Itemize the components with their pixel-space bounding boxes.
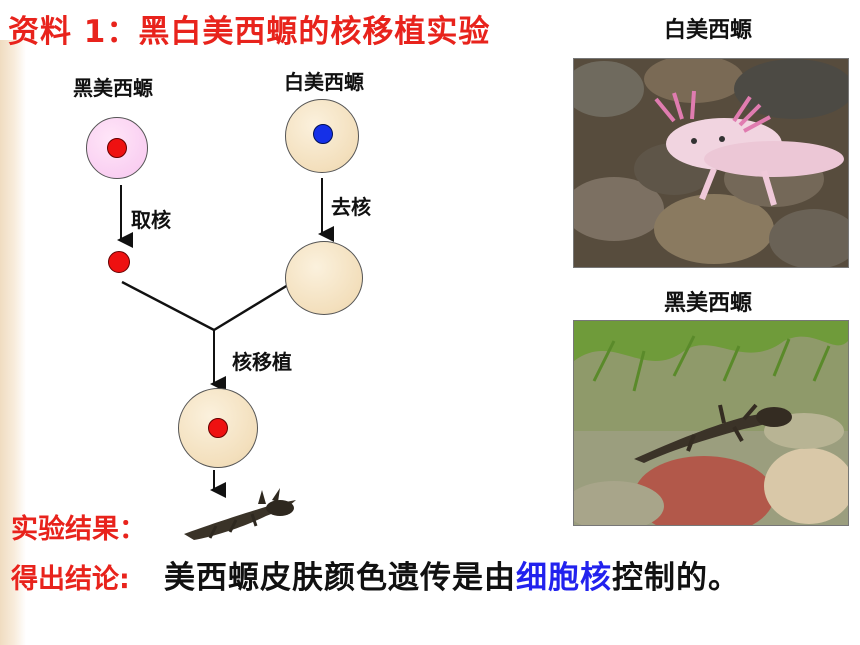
recombined-egg-cell	[178, 388, 258, 468]
transplanted-nucleus	[208, 418, 228, 438]
slide-title: 资料 1：黑白美西螈的核移植实验	[8, 14, 491, 50]
conclusion-label: 得出结论:	[11, 564, 130, 595]
enucleated-egg-cell	[285, 241, 363, 315]
black-axolotl-result-icon	[184, 488, 296, 540]
black-egg-cell	[86, 117, 148, 179]
conclusion-text: 美西螈皮肤颜色遗传是由细胞核控制的。	[164, 552, 740, 597]
slide-left-border	[0, 40, 26, 645]
white-axolotl-label: 白美西螈	[284, 70, 364, 94]
white-photo-label: 白美西螈	[664, 18, 753, 43]
conclusion-prefix: 美西螈皮肤颜色遗传是由	[164, 560, 516, 596]
black-axolotl-photo	[573, 320, 849, 526]
conclusion-highlight: 细胞核	[516, 560, 612, 596]
merge-line	[121, 280, 289, 332]
black-nucleus	[107, 138, 127, 158]
black-axolotl-label: 黑美西螈	[73, 76, 153, 100]
result-label: 实验结果：	[11, 514, 146, 545]
white-axolotl-photo	[573, 58, 849, 268]
take-nucleus-label: 取核	[131, 208, 171, 232]
white-nucleus	[313, 124, 333, 144]
black-photo-label: 黑美西螈	[664, 291, 753, 316]
extracted-nucleus	[108, 251, 130, 273]
conclusion-suffix: 控制的。	[612, 560, 740, 596]
remove-nucleus-label: 去核	[331, 195, 371, 219]
nuclear-transplant-label: 核移植	[232, 350, 292, 374]
white-egg-cell	[285, 99, 359, 173]
